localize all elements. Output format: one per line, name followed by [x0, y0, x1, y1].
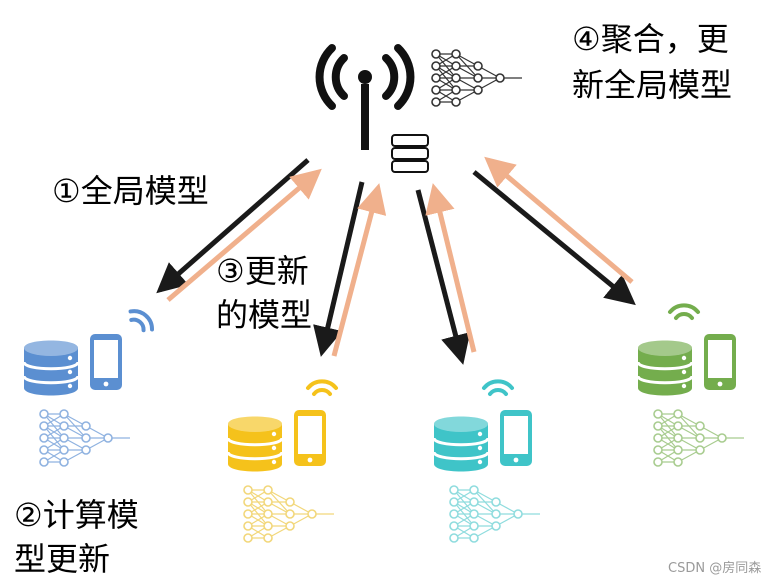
neural-network-icon [449, 485, 541, 543]
arrow-up-client-2 [331, 183, 387, 357]
smartphone-icon [294, 410, 326, 466]
neural-network-icon [39, 409, 131, 467]
watermark: CSDN @房同森 [668, 561, 762, 576]
client-2 [226, 379, 338, 543]
step2-label-line2: 型更新 [14, 540, 111, 578]
wifi-icon [482, 379, 514, 404]
arrow-down-client-4 [472, 170, 636, 306]
smartphone-icon [704, 334, 736, 390]
step2-label-line1: ②计算模 [14, 496, 139, 534]
smartphone-icon [90, 334, 122, 390]
step1-label: ①全局模型 [52, 172, 209, 210]
arrow-down-client-2 [313, 181, 365, 357]
smartphone-icon [500, 410, 532, 466]
arrow-up-client-1 [166, 168, 322, 302]
step3-label-line2: 的模型 [216, 296, 313, 334]
database-icon [22, 338, 80, 397]
arrow-up-client-4 [484, 156, 634, 284]
neural-network-icon [431, 49, 523, 107]
client-4 [636, 303, 745, 467]
wifi-icon [119, 304, 159, 342]
step3-label-line1: ③更新 [216, 252, 309, 290]
neural-network-icon [243, 485, 335, 543]
wifi-icon [668, 303, 700, 328]
arrow-up-client-3 [425, 183, 477, 353]
antenna-tower-icon [315, 44, 415, 150]
wifi-icon [306, 379, 338, 404]
database-icon [226, 414, 284, 473]
step4-label-line2: 新全局模型 [572, 66, 733, 104]
arrow-down-client-3 [415, 189, 471, 365]
arrow-down-client-1 [156, 158, 310, 294]
client-1 [22, 304, 159, 467]
client-3 [432, 379, 541, 543]
neural-network-icon [653, 409, 745, 467]
database-icon [636, 338, 694, 397]
server-rack-icon [391, 134, 429, 173]
database-icon [432, 414, 490, 473]
step4-label-line1: ④聚合，更 [572, 20, 729, 58]
